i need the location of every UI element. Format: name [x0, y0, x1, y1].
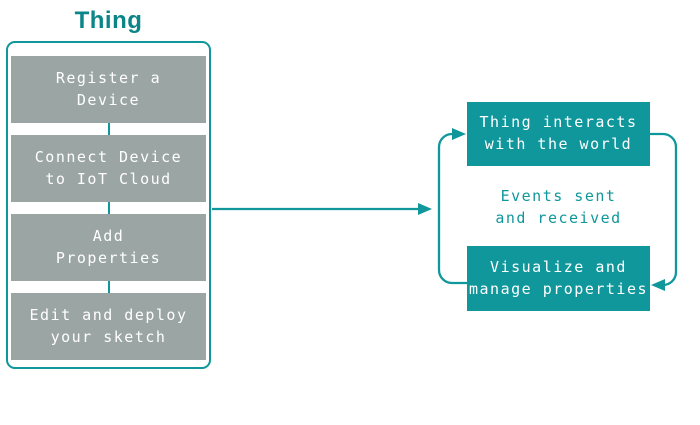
- step-connector: [107, 123, 110, 135]
- step-register-device: Register a Device: [11, 56, 206, 123]
- thing-title: Thing: [74, 7, 143, 34]
- step-connector: [107, 202, 110, 214]
- cycle-box-thing-interacts: Thing interacts with the world: [467, 102, 650, 166]
- cycle-label-events: Events sent and received: [495, 187, 622, 227]
- step-edit-deploy: Edit and deploy your sketch: [11, 293, 206, 360]
- cycle-left-arrow: [437, 128, 467, 285]
- step-add-properties: Add Properties: [11, 214, 206, 281]
- flow-arrow: [212, 203, 432, 215]
- step-connector: [107, 281, 110, 293]
- cycle-box-visualize-manage: Visualize and manage properties: [467, 246, 650, 311]
- step-connect-device: Connect Device to IoT Cloud: [11, 135, 206, 202]
- thing-container: Register a Device Connect Device to IoT …: [6, 41, 211, 369]
- cycle-right-arrow: [649, 132, 678, 291]
